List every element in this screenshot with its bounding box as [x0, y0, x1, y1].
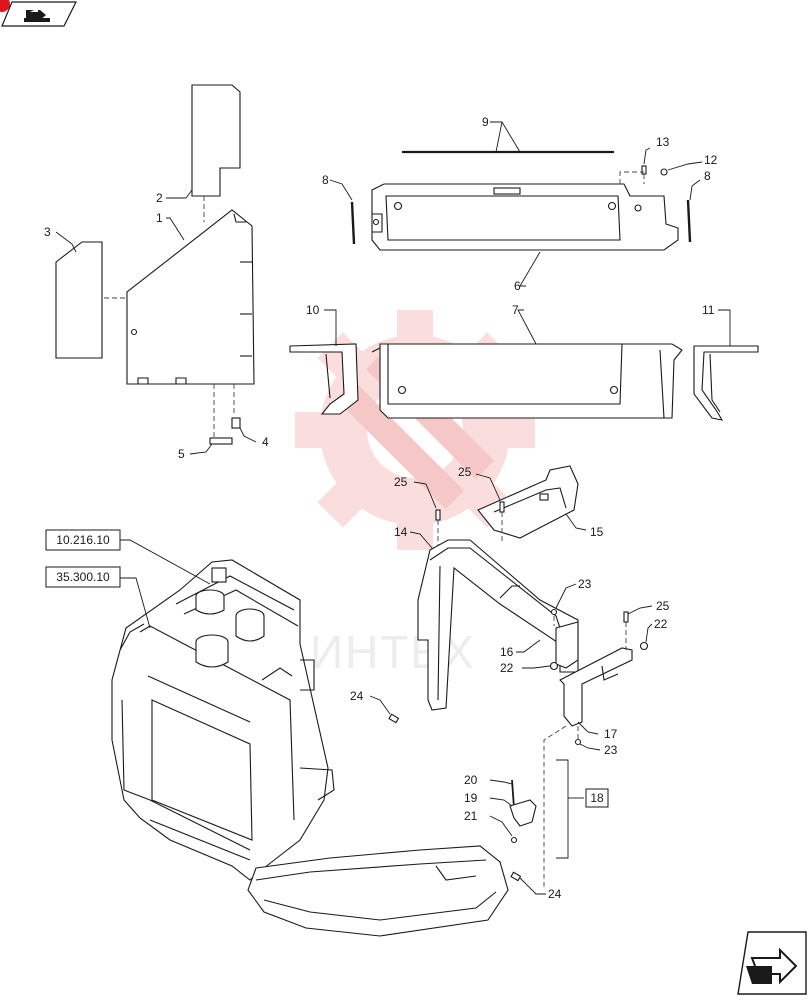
callout-24-a: 24: [350, 689, 364, 703]
part-25-bolt-a: [435, 509, 441, 521]
part-16-end-piece: [555, 621, 579, 669]
callout-11: 11: [702, 303, 715, 317]
callout-19: 19: [464, 791, 478, 805]
reference-10-216-10[interactable]: 10.216.10: [45, 529, 121, 551]
callout-22-b: 22: [654, 617, 668, 631]
red-badge: [0, 0, 10, 12]
part-24-bolt-b: [510, 871, 522, 882]
callout-16: 16: [500, 645, 514, 659]
callout-22-a: 22: [500, 661, 514, 675]
callout-8-right: 8: [704, 169, 711, 183]
callout-21: 21: [464, 809, 478, 823]
part-3-panel: [55, 241, 103, 359]
callout-17: 17: [604, 727, 618, 741]
part-4-clip: [231, 417, 241, 429]
part-23-nut-b: [574, 738, 582, 746]
watermark-text: ИНТЕХ: [310, 626, 476, 678]
part-17-bracket: [559, 647, 633, 727]
callout-23-b: 23: [604, 743, 618, 757]
callout-15: 15: [590, 525, 604, 539]
part-6-upper-cover: [371, 183, 679, 251]
side-cap: [235, 608, 265, 642]
reference-label: 35.300.10: [56, 570, 110, 584]
part-22-nut-a: [549, 661, 559, 671]
callout-9: 9: [482, 115, 489, 129]
callout-2: 2: [156, 191, 163, 205]
part-7-lower-cover: [371, 343, 683, 419]
callout-13: 13: [656, 135, 670, 149]
page-next-icon: [746, 947, 798, 985]
part-8-right-seal: [686, 199, 692, 243]
callout-6: 6: [514, 279, 521, 293]
bumper: [149, 819, 509, 937]
page-back-icon: [24, 8, 50, 22]
part-12-pin: [660, 168, 668, 176]
callout-25-b: 25: [458, 465, 472, 479]
part-22-nut-b: [639, 641, 649, 651]
callout-10: 10: [306, 303, 320, 317]
callout-12: 12: [704, 153, 718, 167]
part-19-clip: [509, 799, 537, 827]
callout-4: 4: [262, 435, 269, 449]
part-5-pad: [209, 437, 233, 445]
reference-18[interactable]: 18: [585, 788, 609, 808]
reference-35-300-10[interactable]: 35.300.10: [45, 566, 121, 588]
callouts: 1 2 3 4 5 6 7 8 8 9 10 11 12 13 14 15 16…: [44, 115, 718, 901]
callout-3: 3: [44, 225, 51, 239]
part-10-left-end-cap: [289, 343, 359, 415]
part-1-side-panel: [104, 196, 255, 440]
tank-hood-assembly: [111, 559, 335, 881]
callout-5: 5: [178, 447, 185, 461]
callout-14: 14: [394, 525, 408, 539]
callout-23-a: 23: [578, 577, 592, 591]
part-20-pin: [511, 779, 515, 809]
callout-25-c: 25: [656, 599, 670, 613]
callout-25-a: 25: [394, 475, 408, 489]
part-24-bolt-a: [388, 713, 400, 724]
part-15-bracket: [477, 465, 579, 539]
part-25-bolt-b: [499, 501, 505, 513]
bottom-nav-button[interactable]: [737, 931, 807, 995]
part-23-nut-a: [550, 608, 558, 616]
part-13-fastener: [641, 165, 647, 175]
callout-1: 1: [156, 211, 163, 225]
callout-7: 7: [512, 303, 519, 317]
part-2-panel: [191, 84, 241, 197]
callout-20: 20: [464, 773, 478, 787]
part-25-bolt-c: [623, 611, 629, 623]
reference-label: 10.216.10: [56, 533, 110, 547]
reference-label: 18: [590, 791, 604, 805]
callout-8-left: 8: [322, 173, 329, 187]
part-8-left-seal: [350, 201, 356, 245]
leader-lines: [55, 121, 731, 895]
filler-cap: [195, 634, 229, 668]
top-nav-button[interactable]: [0, 0, 77, 27]
top-cap: [195, 567, 227, 615]
callout-24-b: 24: [548, 887, 562, 901]
part-21-nut: [510, 836, 518, 844]
part-14-support-arm: [417, 539, 579, 711]
part-11-right-end-cap: [693, 345, 759, 421]
